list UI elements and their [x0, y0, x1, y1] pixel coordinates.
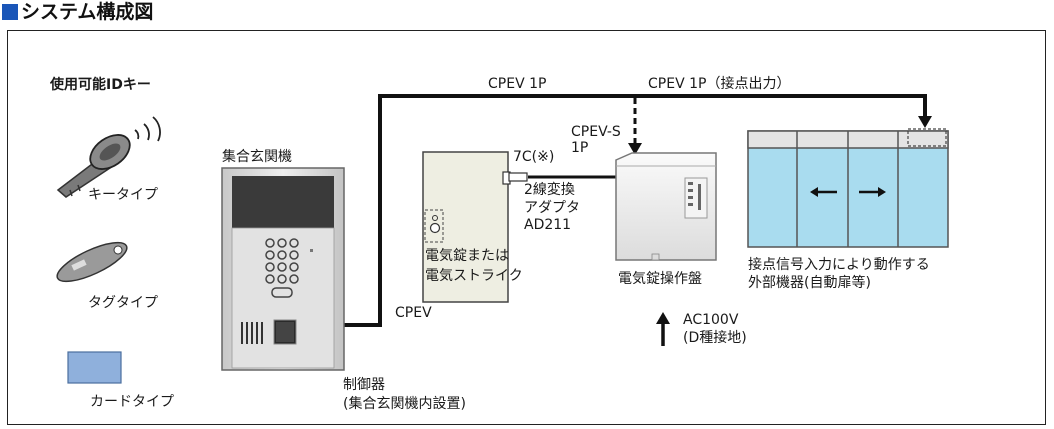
intercom-label: 集合玄関機 — [222, 148, 292, 165]
tag-icon — [56, 241, 128, 283]
controller-label-line2: (集合玄関機内設置) — [343, 395, 466, 412]
cable-7c-label: 7C(※) — [513, 149, 554, 165]
key-fob-icon — [56, 116, 161, 198]
external-automatic-door — [747, 128, 949, 248]
panel-label: 電気錠操作盤 — [618, 271, 702, 287]
card-type-label: カードタイプ — [90, 394, 174, 410]
power-label-line1: AC100V — [683, 312, 739, 328]
keys-heading: 使用可能IDキー — [49, 76, 151, 93]
external-label-line1: 接点信号入力により動作する — [748, 256, 930, 273]
cable-cpevs-label-line1: CPEV-S — [571, 124, 621, 140]
door-lock — [422, 151, 511, 303]
lock-label-line2: 電気ストライク — [425, 268, 523, 284]
lock-control-panel — [615, 152, 717, 261]
cable-top-right-label: CPEV 1P（接点出力） — [648, 75, 790, 92]
power-label-line2: (D種接地) — [683, 329, 747, 346]
adapter-device — [508, 172, 528, 182]
section-header: システム構成図 — [0, 0, 1054, 27]
lock-label-line1: 電気錠または — [425, 248, 509, 264]
adapter-label-line3: AD211 — [524, 217, 571, 233]
key-type-label: キータイプ — [88, 187, 158, 203]
card-icon — [67, 351, 122, 384]
title-square-icon — [2, 4, 18, 20]
controller-label-line1: 制御器 — [343, 377, 385, 393]
cable-cpev-label: CPEV — [395, 305, 432, 321]
section-title: システム構成図 — [21, 1, 154, 23]
intercom-device — [221, 167, 345, 371]
adapter-label-line2: アダプタ — [524, 200, 580, 216]
cable-cpevs-label-line2: 1P — [571, 140, 588, 156]
tag-type-label: タグタイプ — [88, 295, 158, 311]
adapter-label-line1: 2線変換 — [524, 181, 575, 198]
external-label-line2: 外部機器(自動扉等) — [748, 274, 871, 291]
cable-top-left-label: CPEV 1P — [488, 76, 546, 92]
diagram-frame — [7, 30, 1046, 425]
